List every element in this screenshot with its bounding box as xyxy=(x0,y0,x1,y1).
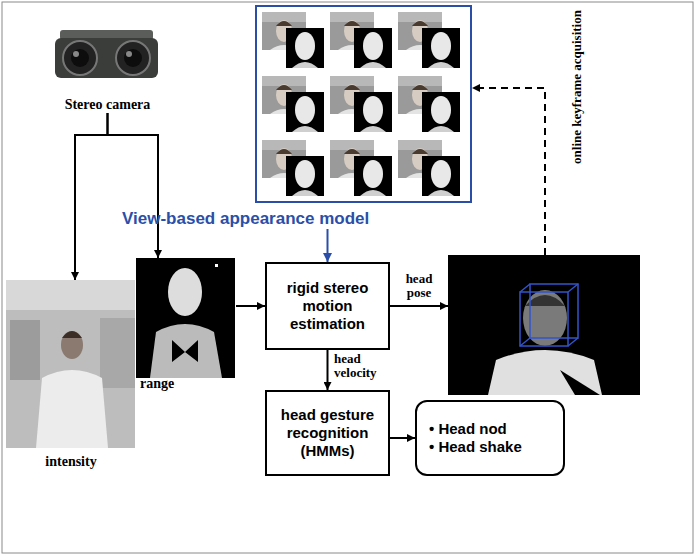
edge-label: head pose xyxy=(394,272,444,300)
arrow-connector xyxy=(390,305,448,307)
panel-title: View-based appearance model xyxy=(122,209,369,229)
image-caption: Stereo camera xyxy=(65,97,151,113)
box-text: • Head nod xyxy=(429,420,507,438)
box-text: • Head shake xyxy=(429,438,522,456)
box-text: head gesture recognition (HMMs) xyxy=(275,406,380,460)
appearance-model-panel: View-based appearance model xyxy=(115,5,472,229)
box-text: rigid stereo motion estimation xyxy=(275,279,380,333)
image-caption: intensity xyxy=(45,454,96,470)
edge-label: head velocity xyxy=(334,352,398,380)
arrow-connector xyxy=(327,350,329,390)
arrow-connector xyxy=(108,113,159,258)
appearance-thumbnails xyxy=(262,12,460,196)
arrow-connector xyxy=(327,229,329,262)
edge-label: online keyframe acquisition xyxy=(570,7,584,167)
intensity-image: intensity xyxy=(6,280,136,470)
process-box: rigid stereo motion estimation xyxy=(265,262,390,350)
output-box: • Head nod• Head shake xyxy=(415,400,565,476)
image-caption: range xyxy=(140,376,174,392)
appearance-frame xyxy=(255,5,472,203)
camera-figure: Stereo camera xyxy=(45,25,170,113)
process-box: head gesture recognition (HMMs) xyxy=(265,390,390,476)
dashed-arrow xyxy=(472,88,545,255)
head-pose-image xyxy=(448,255,640,395)
range-image xyxy=(136,258,235,378)
head-pose-image xyxy=(448,255,640,395)
arrow-connector xyxy=(75,113,108,280)
stereo-camera-picture xyxy=(55,30,158,78)
range-image: range xyxy=(136,258,236,392)
arrow-connector xyxy=(390,437,415,439)
arrow-connector xyxy=(236,305,265,307)
intensity-photo xyxy=(6,280,135,448)
